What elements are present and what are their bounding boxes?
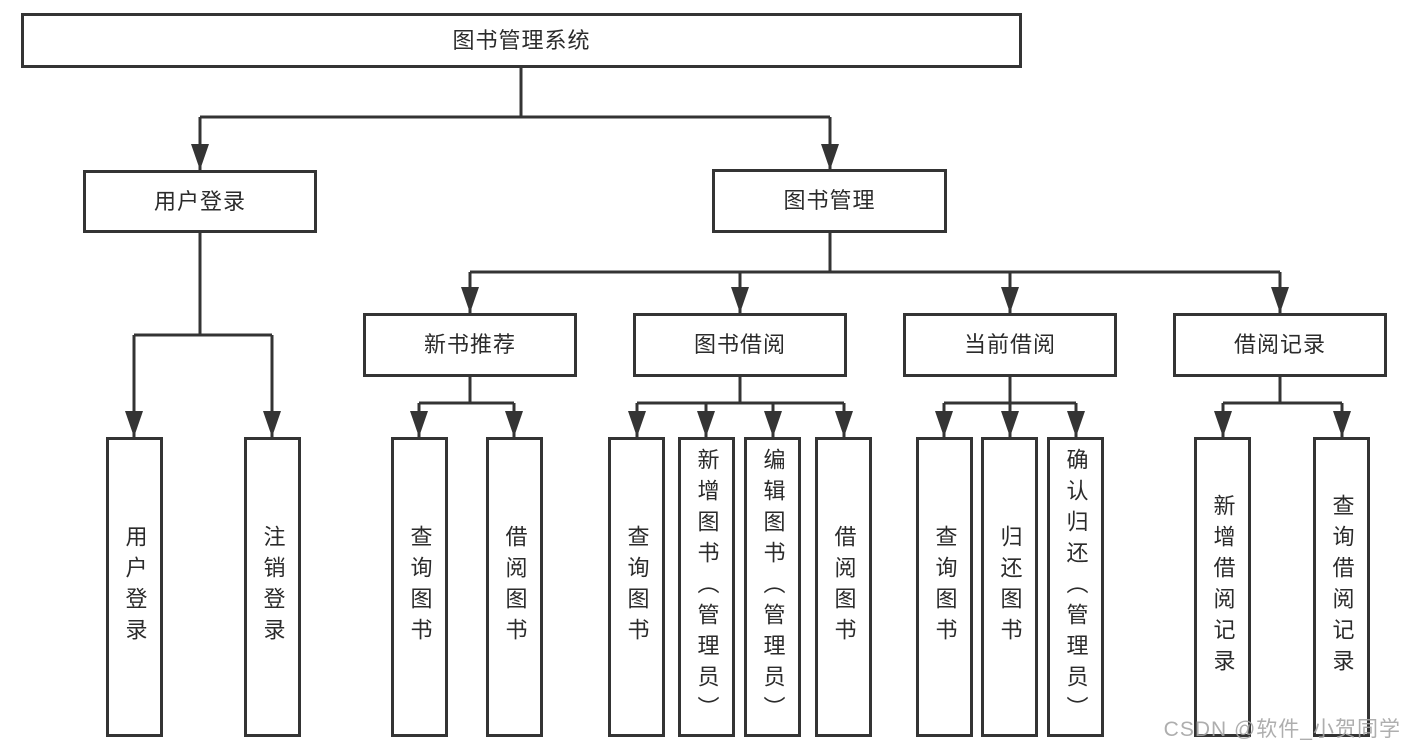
arrowhead: [764, 411, 782, 437]
node-label: 新增图书（管理员）: [694, 447, 720, 727]
leaf-current-query-books: 查询图书: [916, 437, 973, 737]
node-label: 图书借阅: [693, 332, 786, 357]
leaf-current-confirm-return-admin: 确认归还（管理员）: [1047, 437, 1104, 737]
node-label: 确认归还（管理员）: [1063, 447, 1089, 727]
node-label: 借阅图书: [831, 525, 857, 649]
arrowhead: [191, 144, 209, 170]
leaf-record-add-record: 新增借阅记录: [1194, 437, 1251, 737]
node-book-borrow: 图书借阅: [633, 313, 847, 377]
node-label: 图书管理: [783, 188, 876, 213]
node-new-book-recommend: 新书推荐: [363, 313, 577, 377]
arrowhead: [505, 411, 523, 437]
leaf-record-query-record: 查询借阅记录: [1313, 437, 1370, 737]
node-label: 用户登录: [153, 188, 246, 214]
node-label: 查询借阅记录: [1329, 494, 1355, 680]
leaf-logout: 注销登录: [244, 437, 301, 737]
arrowhead: [697, 411, 715, 437]
leaf-current-return-books: 归还图书: [981, 437, 1038, 737]
node-label: 用户登录: [122, 525, 148, 649]
node-label: 查询图书: [932, 525, 958, 649]
arrowhead: [835, 411, 853, 437]
leaf-borrow-query-books: 查询图书: [608, 437, 665, 737]
watermark-text: CSDN @软件_小贺同学: [1163, 718, 1401, 741]
leaf-borrow-edit-books-admin: 编辑图书（管理员）: [744, 437, 801, 737]
arrowhead: [1067, 411, 1085, 437]
leaf-borrow-add-books-admin: 新增图书（管理员）: [678, 437, 735, 737]
node-label: 查询图书: [624, 525, 650, 649]
node-borrow-record: 借阅记录: [1173, 313, 1387, 377]
arrowhead: [731, 287, 749, 313]
arrowhead: [821, 144, 839, 170]
node-label: 查询图书: [407, 525, 433, 649]
arrowhead: [1001, 287, 1019, 313]
node-label: 新书推荐: [423, 332, 516, 357]
arrowhead: [410, 411, 428, 437]
arrowhead: [1271, 287, 1289, 313]
node-current-borrow: 当前借阅: [903, 313, 1117, 377]
leaf-user-login: 用户登录: [106, 437, 163, 737]
node-label: 图书管理系统: [452, 27, 591, 53]
leaf-newbook-query-books: 查询图书: [391, 437, 448, 737]
arrowhead: [461, 287, 479, 313]
leaf-borrow-borrow-books: 借阅图书: [815, 437, 872, 737]
arrowhead: [1001, 411, 1019, 437]
connector-line: [132, 68, 1344, 437]
arrowhead: [628, 411, 646, 437]
arrowheads: [125, 144, 1351, 437]
node-label: 注销登录: [260, 525, 286, 649]
node-root-system: 图书管理系统: [21, 13, 1022, 68]
node-label: 新增借阅记录: [1210, 494, 1236, 680]
node-label: 归还图书: [997, 525, 1023, 649]
node-book-management: 图书管理: [712, 169, 947, 233]
node-label: 编辑图书（管理员）: [760, 447, 786, 727]
arrowhead: [1333, 411, 1351, 437]
node-user-login: 用户登录: [83, 170, 317, 233]
arrowhead: [1214, 411, 1232, 437]
node-label: 借阅记录: [1233, 332, 1326, 357]
arrowhead: [263, 411, 281, 437]
arrowhead: [935, 411, 953, 437]
leaf-newbook-borrow-books: 借阅图书: [486, 437, 543, 737]
node-label: 借阅图书: [502, 525, 528, 649]
node-label: 当前借阅: [963, 332, 1056, 357]
arrowhead: [125, 411, 143, 437]
